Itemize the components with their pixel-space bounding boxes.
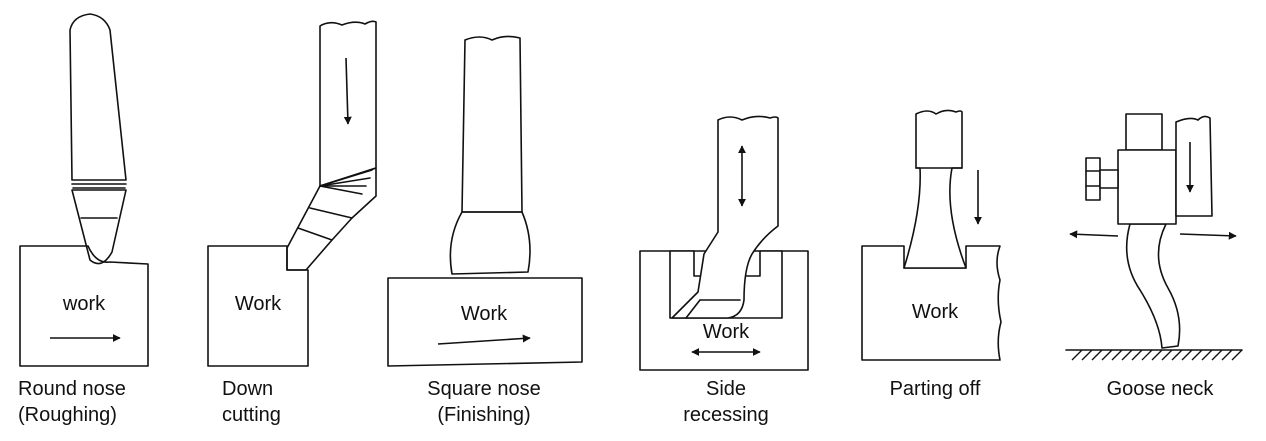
goose-neck-tool-shank xyxy=(1175,115,1213,217)
side-recessing-tool xyxy=(671,115,779,319)
square-nose-tool-figure: Work Square nose (Finishing) xyxy=(387,35,583,426)
round-nose-caption-line-2: (Roughing) xyxy=(18,404,117,426)
square-nose-caption-line-1: Square nose xyxy=(427,378,540,400)
down-cutting-tool-figure: Work Down cutting xyxy=(207,20,377,426)
square-nose-tool-tip xyxy=(449,211,531,275)
parting-off-caption-line-1: Parting off xyxy=(890,378,981,400)
round-nose-caption-line-1: Round nose xyxy=(18,378,126,400)
parting-off-tool-figure: Work Parting off xyxy=(861,109,1002,400)
down-cutting-tool-shank xyxy=(319,20,377,187)
goose-neck-right-arrow xyxy=(1179,231,1237,240)
parting-off-tool xyxy=(903,109,967,269)
square-nose-work-label: Work xyxy=(461,303,508,325)
down-cutting-work-label: Work xyxy=(235,293,282,315)
round-nose-tool-figure: work Round nose (Roughing) xyxy=(18,13,149,426)
side-recessing-tool-figure: Work Side recessing xyxy=(639,115,809,426)
parting-off-workpiece xyxy=(861,245,1002,361)
goose-neck-ground-hatch xyxy=(1071,349,1243,361)
goose-neck-tool-holder xyxy=(1125,113,1163,151)
down-cutting-feed-arrow xyxy=(343,57,352,125)
round-nose-work-label: work xyxy=(62,293,106,315)
parting-off-work-label: Work xyxy=(912,301,959,323)
goose-neck-tool-figure: Goose neck xyxy=(1065,113,1243,400)
goose-neck-caption-line-1: Goose neck xyxy=(1107,378,1215,400)
down-cutting-caption-line-1: Down xyxy=(222,378,273,400)
down-cutting-workpiece xyxy=(207,245,309,367)
side-recessing-work-label: Work xyxy=(703,321,750,343)
round-nose-tool-shank xyxy=(69,13,127,181)
side-recessing-caption-line-1: Side xyxy=(706,378,746,400)
square-nose-workpiece xyxy=(387,277,583,367)
down-cutting-tool-tip xyxy=(286,167,377,271)
down-cutting-caption-line-2: cutting xyxy=(222,404,281,426)
round-nose-tool-tip xyxy=(71,189,127,265)
goose-neck-tool-body xyxy=(1125,223,1181,349)
side-recessing-caption-line-2: recessing xyxy=(683,404,769,426)
square-nose-tool-shank xyxy=(461,35,523,213)
square-nose-feed-arrow xyxy=(437,334,531,345)
goose-neck-left-arrow xyxy=(1069,230,1119,239)
square-nose-caption-line-2: (Finishing) xyxy=(437,404,530,426)
goose-neck-clamp-bolt xyxy=(1085,157,1101,201)
